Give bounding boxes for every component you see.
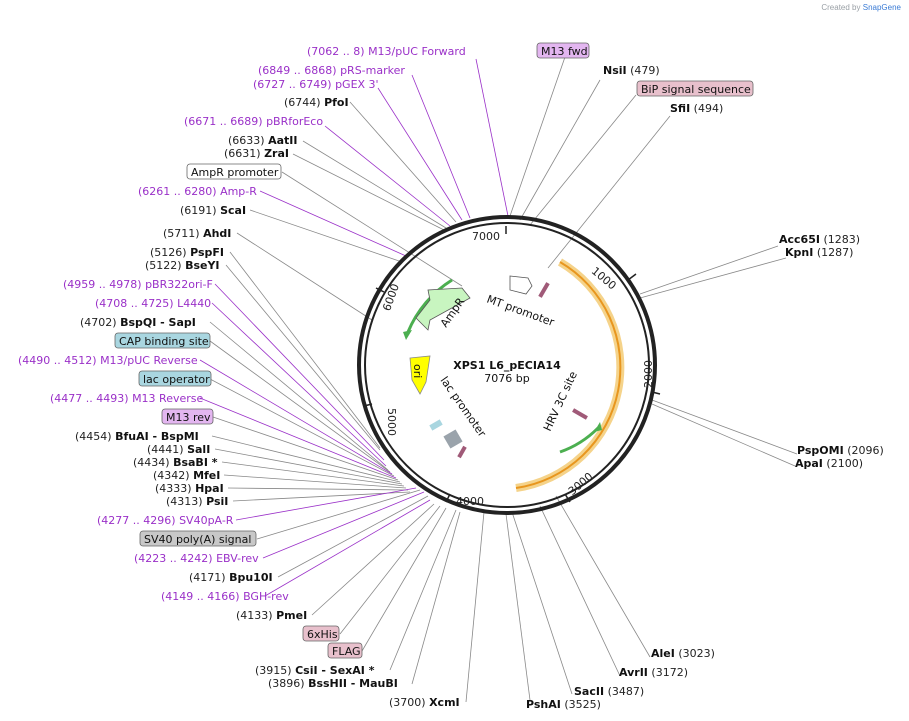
left-label-33: 6xHis <box>307 628 338 641</box>
tick-labels: 1000 2000 3000 4000 5000 6000 7000 <box>380 230 655 508</box>
right-label-9: AvrII (3172) <box>619 666 688 679</box>
right-label-5: KpnI (1287) <box>785 246 853 259</box>
tick-marks <box>363 226 661 503</box>
left-label-6: (6631) ZraI <box>224 147 289 160</box>
left-label-15: (4702) BspQI - SapI <box>80 316 196 329</box>
left-label-25: (4333) HpaI <box>155 482 224 495</box>
left-label-36: (3896) BssHII - MauBI <box>268 677 398 690</box>
bip-marker <box>538 282 550 298</box>
left-label-14: (4708 .. 4725) L4440 <box>95 297 211 310</box>
left-label-23: (4434) BsaBI * <box>133 456 218 469</box>
ampr-promoter-box <box>186 163 282 180</box>
right-label-10: SacII (3487) <box>574 685 644 698</box>
cap-binding-box <box>114 332 211 349</box>
tick-5000: 5000 <box>385 408 398 436</box>
left-label-16: CAP binding site <box>119 335 209 348</box>
left-labels: (7062 .. 8) M13/pUC Forward (6849 .. 686… <box>18 45 466 709</box>
cap-site-box <box>429 419 443 431</box>
right-label-6: PspOMI (2096) <box>797 444 884 457</box>
right-label-7: ApaI (2100) <box>795 457 863 470</box>
left-label-24: (4342) MfeI <box>153 469 220 482</box>
right-label-2: BiP signal sequence <box>641 83 751 96</box>
left-label-4: (6671 .. 6689) pBRforEco <box>184 115 323 128</box>
backbone-outer <box>357 215 657 515</box>
left-label-10: (5711) AhdI <box>163 227 231 240</box>
right-label-8: AleI (3023) <box>651 647 715 660</box>
left-label-2: (6727 .. 6749) pGEX 3' <box>253 78 379 91</box>
connector-lines-right <box>505 56 798 701</box>
left-label-21: (4454) BfuAI - BspMI <box>75 430 199 443</box>
left-label-32: (4133) PmeI <box>236 609 307 622</box>
right-label-0: M13 fwd <box>541 45 588 58</box>
right-label-3: SfiI (494) <box>670 102 723 115</box>
tick-4000: 4000 <box>456 495 484 508</box>
his-flag-mark <box>457 445 467 459</box>
hrv-arrowhead <box>594 422 602 432</box>
tick-7000: 7000 <box>472 230 500 243</box>
tick-2000: 2000 <box>642 360 655 388</box>
connector-lines <box>199 58 509 703</box>
left-label-8: (6261 .. 6280) Amp-R <box>138 185 257 198</box>
left-label-26: (4313) PsiI <box>166 495 228 508</box>
left-label-30: (4171) Bpu10I <box>189 571 273 584</box>
left-label-5: (6633) AatII <box>228 134 297 147</box>
left-label-28: SV40 poly(A) signal <box>144 533 251 546</box>
left-label-1: (6849 .. 6868) pRS-marker <box>258 64 405 77</box>
mt-promoter-label: MT promoter <box>485 293 556 330</box>
left-label-12: (5122) BseYI <box>145 259 220 272</box>
left-label-0: (7062 .. 8) M13/pUC Forward <box>307 45 466 58</box>
left-label-11: (5126) PspFI <box>150 246 224 259</box>
left-label-18: lac operator <box>143 373 210 386</box>
left-label-22: (4441) SalI <box>147 443 210 456</box>
left-label-13: (4959 .. 4978) pBR322ori-F <box>63 278 213 291</box>
lac-promoter-label: lac promoter <box>438 374 489 440</box>
ampr-arrowhead <box>403 330 412 340</box>
right-label-1: NsiI (479) <box>603 64 660 77</box>
mt-promoter-arrow <box>509 275 533 295</box>
ori-label: ori <box>411 364 424 378</box>
left-label-35: (3915) CsiI - SexAI * <box>255 664 375 677</box>
ori-arrow <box>409 355 431 395</box>
backbone-inner <box>364 222 650 508</box>
ampr-gene-arrow <box>415 287 471 331</box>
left-label-27: (4277 .. 4296) SV40pA-R <box>97 514 234 527</box>
m13-rev-box <box>161 408 214 425</box>
credit-prefix: Created by <box>821 3 861 12</box>
snapgene-credit: Created by SnapGene <box>821 3 901 12</box>
left-label-31: (4149 .. 4166) BGH-rev <box>161 590 289 603</box>
left-label-9: (6191) ScaI <box>180 204 246 217</box>
left-label-34: FLAG <box>332 645 361 658</box>
flag-box <box>327 642 363 659</box>
hrv-site-label: HRV 3C site <box>541 369 580 433</box>
his-tag-box <box>302 625 340 642</box>
left-label-19: (4477 .. 4493) M13 Reverse <box>50 392 203 405</box>
left-label-17: (4490 .. 4512) M13/pUC Reverse <box>18 354 198 367</box>
right-label-11: PshAI (3525) <box>526 698 601 711</box>
left-label-29: (4223 .. 4242) EBV-rev <box>134 552 259 565</box>
hrv-marker <box>572 408 588 420</box>
lac-promoter-box <box>443 429 463 449</box>
right-labels: M13 fwd NsiI (479) BiP signal sequence S… <box>526 42 884 711</box>
left-label-7: AmpR promoter <box>191 166 279 179</box>
right-label-4: Acc65I (1283) <box>779 233 860 246</box>
plasmid-size: 7076 bp <box>484 372 529 385</box>
lac-operator-box <box>138 370 212 387</box>
bip-signal-box <box>636 80 754 97</box>
left-label-37: (3700) XcmI <box>389 696 460 709</box>
snapgene-brand: SnapGene <box>862 3 901 12</box>
left-label-20: M13 rev <box>166 411 211 424</box>
plasmid-name: XPS1 L6_pECIA14 <box>453 359 561 372</box>
sv40-polya-box <box>139 530 257 547</box>
left-label-3: (6744) PfoI <box>284 96 349 109</box>
insert-arc <box>515 261 622 489</box>
ampr-arc <box>406 278 453 333</box>
m13-fwd-box <box>536 42 590 59</box>
